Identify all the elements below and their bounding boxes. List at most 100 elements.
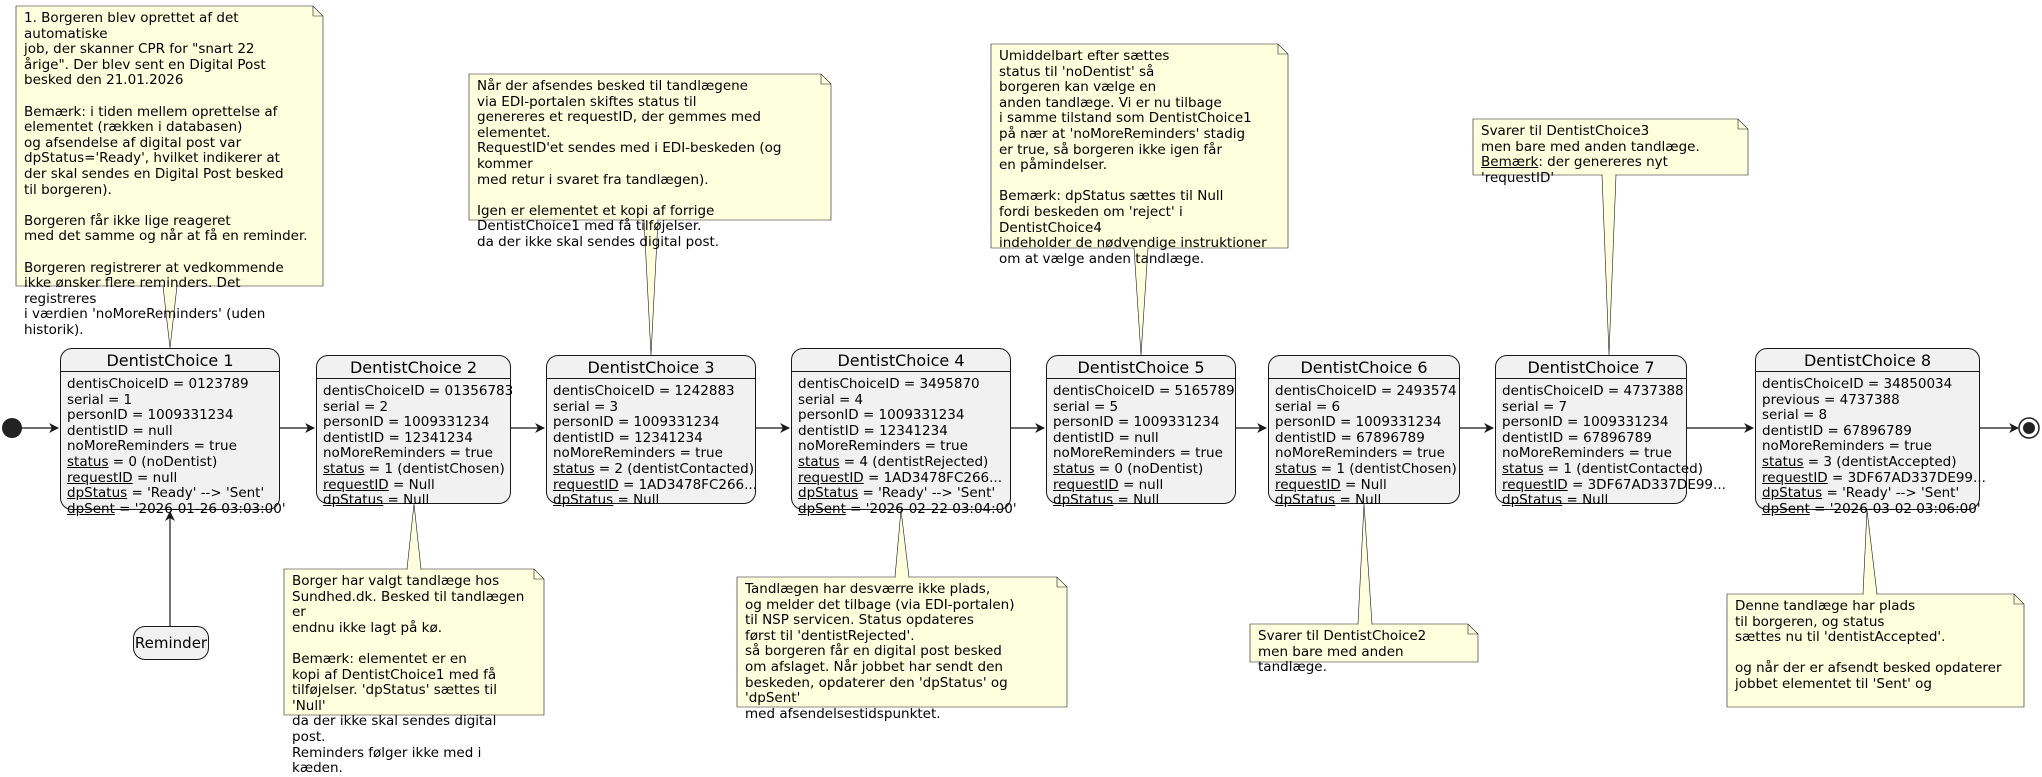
state-attribute-line: noMoreReminders = true xyxy=(67,439,279,455)
state-attribute-line: requestID = Null xyxy=(323,476,510,494)
note-n1-line: Borgeren får ikke lige reageret xyxy=(24,213,311,230)
state-attribute-line: serial = 2 xyxy=(323,399,510,416)
state-attribute-line-key: requestID xyxy=(323,476,389,493)
note-n8-line: sættes nu til 'dentistAccepted'. xyxy=(1735,629,2012,646)
note-connector-n2 xyxy=(406,503,422,570)
note-n1-line: i værdien 'noMoreReminders' (uden histor… xyxy=(24,307,311,338)
state-attribute-line-key: dpStatus xyxy=(1762,485,1823,502)
state-attribute-line: serial = 8 xyxy=(1762,407,1979,424)
note-shape-n2 xyxy=(283,568,545,716)
note-n1-line-text: besked den 21.01.2026 xyxy=(24,72,184,89)
state-attribute-line-key: dpStatus xyxy=(67,485,128,502)
state-attribute-line-text: dentisChoiceID = 3495870 xyxy=(798,376,980,392)
note-n5-line-text: Umiddelbart efter sættes xyxy=(999,48,1170,64)
note-n5-line: borgeren kan vælge en xyxy=(999,79,1276,96)
state-attribute-line: status = 1 (dentistChosen) xyxy=(1275,460,1459,478)
state-attribute-line-text: dentistID = 67896789 xyxy=(1502,429,1652,446)
state-attribute-line-text: dentistID = 12341234 xyxy=(323,429,473,446)
state-attribute-line-text: = Null xyxy=(613,492,660,509)
note-n1-line-text xyxy=(24,88,28,104)
note-n3-line-text: genereres et requestID, der gemmes med e… xyxy=(477,109,766,141)
note-n1-line-text: ikke ønsker flere reminders. Det registr… xyxy=(24,275,245,307)
note-n2-line: da der ikke skal sendes digital post. xyxy=(292,714,532,745)
state-attribute-line-key: requestID xyxy=(798,469,864,486)
note-n5-line: anden tandlæge. Vi er nu tilbage xyxy=(999,95,1276,112)
state-attribute-line-text: serial = 5 xyxy=(1053,398,1119,415)
note-n4-line: med afsendelsestidspunktet. xyxy=(745,706,1055,723)
note-n6-line: Svarer til DentistChoice2 xyxy=(1258,628,1466,645)
note-n1: 1. Borgeren blev oprettet af det automat… xyxy=(16,6,323,337)
note-n4-line-text: beskeden, opdaterer den 'dpStatus' og 'd… xyxy=(745,674,1012,707)
state-attribute-line: dpSent = '2026-02-22 03:04:00' xyxy=(798,501,1017,518)
note-n2-line: endnu ikke lagt på kø. xyxy=(292,620,532,637)
state-title: DentistChoice 4 xyxy=(837,351,965,370)
state-attribute-line-text: = Null xyxy=(1340,476,1387,493)
note-n1-line xyxy=(24,198,311,214)
state-attribute-line-text: = 3DF67AD337DE99... xyxy=(1567,476,1726,493)
state-attribute-line-text: = '2026-01-26 03:03:00' xyxy=(114,500,286,517)
state-attribute-line: serial = 3 xyxy=(553,399,755,416)
note-n4-line-text: så borgeren får en digital post besked xyxy=(745,643,1002,660)
note-n1-line-text: elementet (rækken i databasen) xyxy=(24,119,243,136)
note-n1-line: Borgeren registrerer at vedkommende xyxy=(24,260,311,277)
state-attribute-line-key: requestID xyxy=(1275,476,1341,493)
state-attribute-line: dentistID = 12341234 xyxy=(553,430,755,447)
note-n2-line-text: Borger har valgt tandlæge hos xyxy=(292,573,500,589)
note-n8-line-text: sættes nu til 'dentistAccepted'. xyxy=(1735,629,1946,646)
note-n1-line-text: med det samme og når at få en reminder. xyxy=(24,228,308,245)
state-attribute-line-key: status xyxy=(1275,460,1317,477)
state-attribute-line: status = 0 (noDentist) xyxy=(1053,461,1235,478)
state-attribute-line-text: dentistID = 12341234 xyxy=(798,422,948,439)
note-n4-line: og melder det tilbage (via EDI-portalen) xyxy=(745,597,1055,614)
state-attribute-line: dpStatus = Null xyxy=(323,492,510,509)
state-attribute-line: serial = 6 xyxy=(1275,399,1459,416)
note-shape-n8 xyxy=(1726,593,2025,708)
state-attribute-line: personID = 1009331234 xyxy=(1053,414,1235,431)
note-n1-line-text xyxy=(24,197,28,213)
state-attribute-line: serial = 5 xyxy=(1053,398,1235,416)
state-attribute-line-text: noMoreReminders = true xyxy=(1053,445,1223,462)
state-attribute-line-text: = '2026-03-02 03:06:00' xyxy=(1809,500,1981,517)
note-n6-line-text: Svarer til DentistChoice2 xyxy=(1258,628,1427,644)
note-n7-line-text: Svarer til DentistChoice3 xyxy=(1481,123,1650,139)
state-attribute-line: dentisChoiceID = 1242883 xyxy=(553,383,755,400)
state-attribute-line-text: = Null xyxy=(1335,492,1382,509)
state-title: DentistChoice 3 xyxy=(587,358,715,377)
note-n4-line: om afslaget. Når jobbet har sendt den xyxy=(745,659,1055,676)
note-n1-line-text: dpStatus='Ready', hvilket indikerer at xyxy=(24,150,280,167)
state-divider xyxy=(317,378,510,379)
state-attribute-line: personID = 1009331234 xyxy=(1502,414,1686,431)
note-n8-line: til borgeren, og status xyxy=(1735,614,2012,631)
note-n4-line-text: til NSP servicen. Status opdateres xyxy=(745,612,974,629)
note-connector-n4 xyxy=(894,509,910,578)
note-connector-n6 xyxy=(1357,503,1373,625)
state-attribute-line-text: dentisChoiceID = 2493574 xyxy=(1275,383,1457,399)
start-node xyxy=(2,418,22,438)
state-attribute-line-text: noMoreReminders = true xyxy=(1275,445,1445,462)
state-attribute-line: noMoreReminders = true xyxy=(1762,439,1979,455)
state-attribute-line: requestID = null xyxy=(1053,477,1235,494)
note-shape-n1 xyxy=(15,5,324,287)
state-attribute-line-key: status xyxy=(553,460,595,477)
state-attribute-line-text: noMoreReminders = true xyxy=(553,445,723,462)
state-attribute-line-key: dpStatus xyxy=(1053,492,1114,509)
note-shape-n6 xyxy=(1249,623,1479,663)
state-divider xyxy=(792,371,1010,372)
note-n5-line: en påmindelser. xyxy=(999,157,1276,174)
state-attribute-line: dentisChoiceID = 2493574 xyxy=(1275,383,1459,400)
state-attribute-line: dentisChoiceID = 34850034 xyxy=(1762,376,1979,393)
state-reminder[interactable]: Reminder xyxy=(133,626,209,660)
note-n5-line: er true, så borgeren ikke igen får xyxy=(999,142,1276,159)
note-n3-line xyxy=(477,188,819,204)
note-n4-line: Tandlægen har desværre ikke plads, xyxy=(745,581,1055,598)
